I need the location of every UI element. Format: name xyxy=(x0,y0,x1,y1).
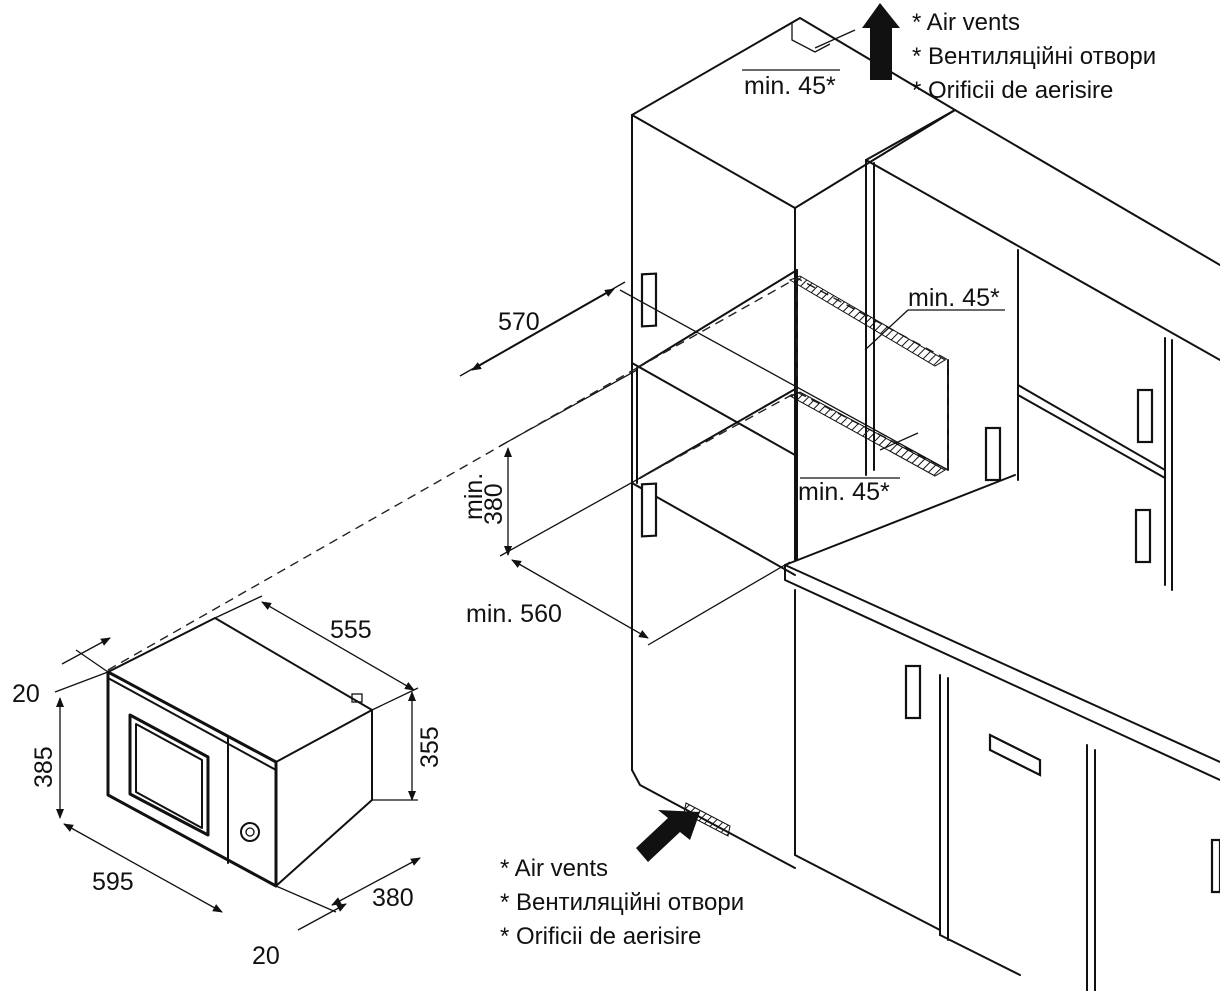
niche-dimensions xyxy=(459,29,1005,646)
label-gap-back: min. 45* xyxy=(744,72,836,100)
air-vent-notes-bottom: * Air vents * Вентиляційні отвори * Orif… xyxy=(500,855,744,950)
note-bottom-ua: * Вентиляційні отвори xyxy=(500,889,744,916)
vent-gap-top xyxy=(788,275,946,367)
note-top-ua: * Вентиляційні отвори xyxy=(912,43,1156,70)
handle xyxy=(640,272,658,328)
note-top-ro: * Orificii de aerisire xyxy=(912,77,1113,104)
airflow-arrow-up xyxy=(862,3,900,80)
base-cabinets xyxy=(784,474,1220,991)
handle xyxy=(984,426,1002,482)
handle xyxy=(1134,508,1152,564)
label-gap-top: min. 45* xyxy=(908,284,1000,312)
note-bottom-en: * Air vents xyxy=(500,855,608,882)
oven-dimensions xyxy=(54,595,421,931)
label-oven-depth: 555 xyxy=(330,616,372,644)
label-oven-width: 595 xyxy=(92,868,134,896)
note-top-en: * Air vents xyxy=(912,9,1020,36)
tall-cabinet xyxy=(631,17,956,869)
label-niche-width: 570 xyxy=(498,308,540,336)
label-niche-height: 380 xyxy=(480,483,508,525)
label-oven-body-depth: 380 xyxy=(372,884,414,912)
air-vent-notes-top: * Air vents * Вентиляційні отвори * Orif… xyxy=(912,9,1156,104)
cabinet-handles xyxy=(640,272,1220,894)
ventilation-gaps xyxy=(788,275,947,477)
label-frame-top: 20 xyxy=(12,680,40,708)
label-niche-height-min: min. xyxy=(460,473,488,520)
handle xyxy=(1136,388,1154,444)
note-bottom-ro: * Orificii de aerisire xyxy=(500,923,701,950)
dimension-labels: 570 min. 380 min. 560 min. 45* min. 45* … xyxy=(12,72,1000,970)
airflow-arrow-in xyxy=(636,810,700,862)
label-niche-depth: min. 560 xyxy=(466,600,562,628)
label-frame-bottom: 20 xyxy=(252,942,280,970)
plinth-vent xyxy=(683,802,731,837)
airflow-arrows xyxy=(636,3,900,862)
vent-gap-bottom xyxy=(788,391,947,477)
handle xyxy=(640,482,658,538)
label-oven-rear-height: 355 xyxy=(416,726,444,768)
label-oven-front-height: 385 xyxy=(30,746,58,788)
handle xyxy=(988,733,1042,777)
handle xyxy=(904,664,922,720)
handle xyxy=(1210,838,1220,894)
label-gap-bottom: min. 45* xyxy=(798,478,890,506)
